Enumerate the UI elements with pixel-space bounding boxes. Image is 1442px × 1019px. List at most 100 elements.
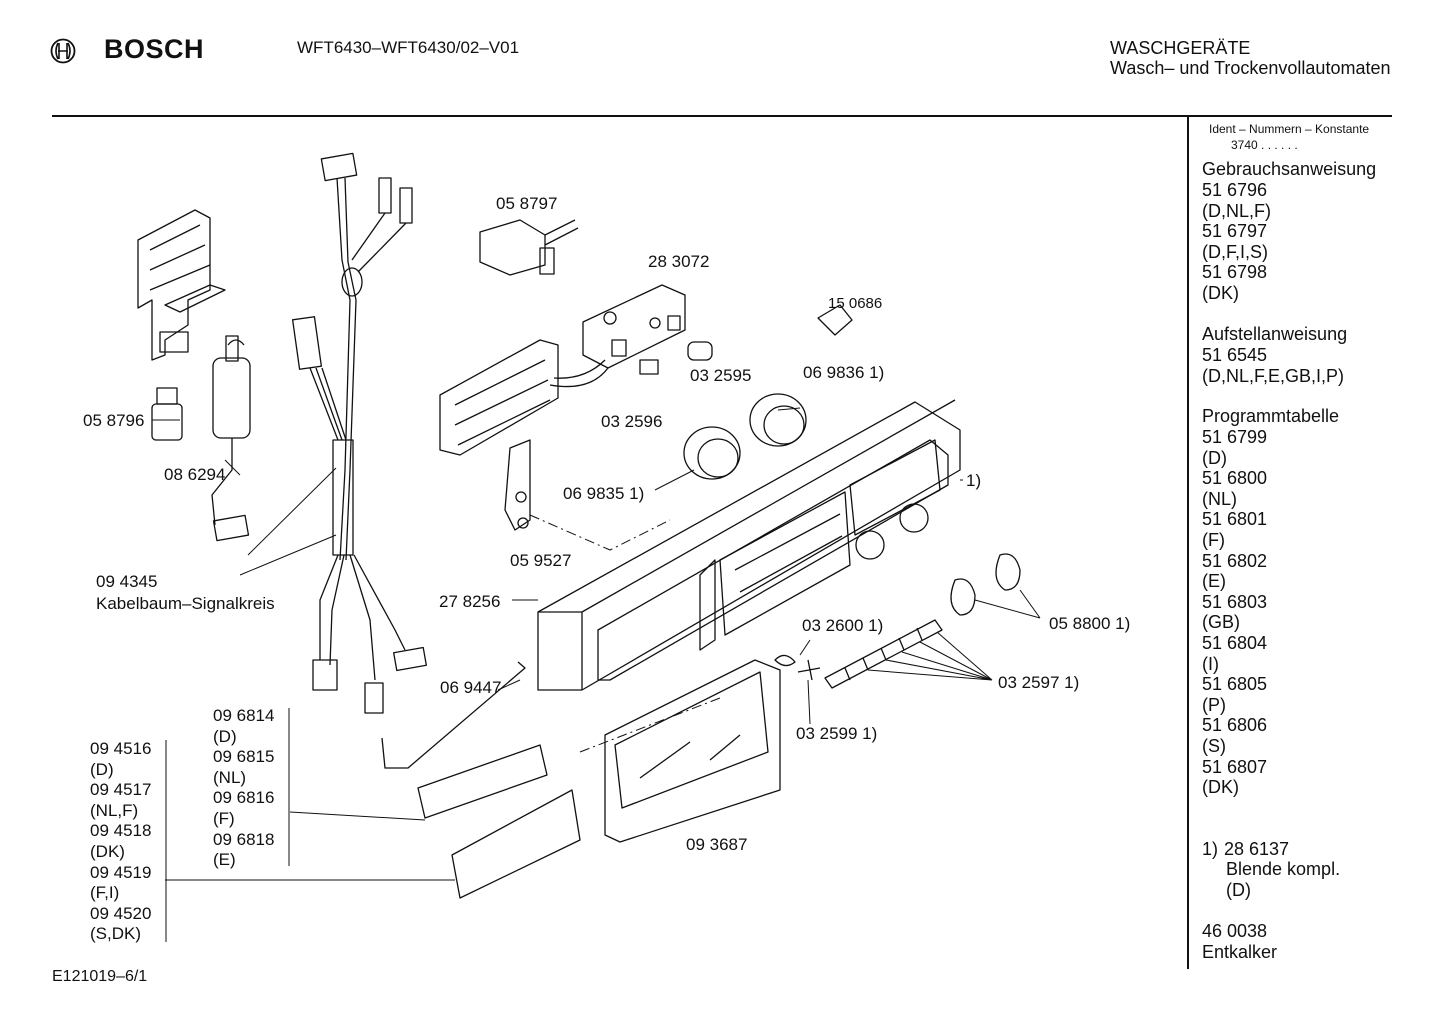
list-item: 09 4517 [90,780,152,800]
list-item: 51 6799 [1202,427,1268,447]
programm-title: Programmtabelle [1202,406,1340,426]
part-label: 05 8797 [496,194,558,213]
knob-cover-drawing [950,553,1021,616]
list-item: (S,DK) [90,924,141,944]
part-label: 09 4345 [96,572,158,591]
control-panel-drawing [537,399,961,691]
list-item: 51 6806 [1202,715,1268,736]
aufstell-title: Aufstellanweisung [1202,324,1348,344]
wire-spring-drawing [381,661,526,769]
card-variant-list: 09 4516 (D) 09 4517 (NL,F) 09 4518 (DK) … [90,739,151,945]
footnote-ref: 1) [1202,839,1219,859]
list-item: (NL) [213,767,247,787]
list-item: (DK) [1202,282,1239,303]
list-item: (DK) [90,841,125,861]
footnote-desc: Blende kompl. [1226,859,1341,879]
label-variant-list: 09 6814 (D) 09 6815 (NL) 09 6816 (F) 09 … [213,706,274,871]
list-item: (E) [213,850,236,870]
footnote-lang: (D) [1226,880,1251,900]
sidebar-list-aufstell: 51 6545 (D,NL,F,E,GB,I,P) [1202,345,1344,386]
list-item: 09 6815 [213,747,275,767]
entkalker-desc: Entkalker [1202,942,1278,962]
list-item: 51 6797 [1202,221,1268,242]
sidebar-divider [1187,117,1189,969]
list-item: (D,NL,F,E,GB,I,P) [1202,365,1345,386]
alignment-line [579,697,721,753]
list-item: (D) [1202,447,1227,468]
category-title: WASCHGERÄTE [1110,38,1251,58]
list-item: (DK) [1202,777,1239,798]
lamp-drawing [687,341,713,361]
list-item: (GB) [1202,612,1240,633]
mounting-bracket-drawing [137,209,226,361]
part-description: Kabelbaum–Signalkreis [96,594,275,613]
part-label: 06 9447 [440,678,502,697]
alignment-line [529,514,671,551]
list-item: 51 6800 [1202,468,1268,489]
list-item: (D,NL,F) [1202,200,1271,221]
circuit-board-drawing [439,284,686,456]
led-drawing [639,359,659,375]
part-label: 15 0686 [828,295,883,312]
list-item: (D) [90,759,114,779]
ident-header: Ident – Nummern – Konstante [1209,122,1370,136]
list-item: 09 4516 [90,739,152,758]
list-item: 09 4519 [90,862,152,882]
part-label: 05 9527 [510,551,572,570]
exploded-parts-diagram [137,152,1041,942]
list-item: (P) [1202,694,1226,715]
part-label: 03 2600 1) [802,616,884,635]
list-item: 51 6802 [1202,550,1268,571]
switch-drawing [479,219,579,276]
sidebar-list-gebrauch: 51 6796 (D,NL,F) 51 6797 (D,F,I,S) 51 67… [1202,180,1271,304]
constant-value: 3740 . . . . . . [1231,138,1298,152]
list-item: (F) [213,808,235,828]
footnote-part: 28 6137 [1224,839,1290,859]
list-item: 51 6807 [1202,756,1268,777]
list-item: (F,I) [90,883,120,903]
capacitor-drawing [211,335,251,542]
entkalker-part: 46 0038 [1202,921,1268,941]
list-item: 09 6818 [213,829,275,849]
list-item: (I) [1202,653,1219,674]
clip-drawing [817,304,853,336]
part-label: 06 9835 1) [563,484,645,503]
wire-harness-drawing [291,152,427,714]
model-number: WFT6430–WFT6430/02–V01 [297,38,520,57]
part-label: 03 2597 1) [998,673,1080,692]
list-item: 51 6801 [1202,509,1268,530]
list-item: (D) [213,726,237,746]
sidebar-list-programm: 51 6799 (D) 51 6800 (NL) 51 6801 (F) 51 … [1202,427,1267,798]
part-label: 08 6294 [164,465,226,484]
part-label: 06 9836 1) [803,363,885,382]
suppressor-drawing [151,387,183,441]
part-label: 03 2595 [690,366,752,385]
part-label: 27 8256 [439,592,501,611]
list-item: (S) [1202,735,1226,756]
leader-lines [152,407,1041,881]
lever-drawing [504,439,531,531]
part-label: 03 2596 [601,412,663,431]
list-item: 51 6798 [1202,262,1268,283]
label-card-drawing [417,744,581,899]
list-item: 09 6816 [213,788,275,808]
list-item: (D,F,I,S) [1202,241,1268,262]
front-cover-drawing [604,659,781,843]
button-strip-drawing [774,619,943,689]
knob-drawing [683,393,807,480]
part-label: 28 3072 [648,252,710,271]
list-item: (NL,F) [90,800,139,820]
list-item: (NL) [1202,488,1237,509]
part-label: 03 2599 1) [796,724,878,743]
list-item: (F) [1202,529,1225,550]
list-item: 09 4520 [90,903,152,923]
part-label: 05 8796 [83,411,145,430]
header-divider [52,115,1392,117]
list-item: (E) [1202,571,1226,592]
bosch-logo-icon [50,38,76,64]
list-item: 09 4518 [90,821,152,841]
brand-name: BOSCH [104,34,205,64]
part-label: 1) [966,471,982,490]
list-item: 09 6814 [213,706,275,725]
part-label: 05 8800 1) [1049,614,1131,633]
